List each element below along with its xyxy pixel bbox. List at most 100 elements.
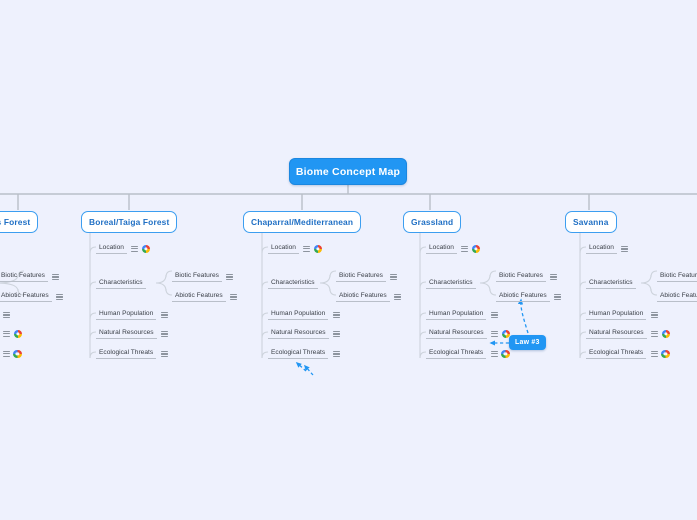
leaf-icon-group [486,311,498,320]
category-node-deciduous-forest[interactable]: ous Forest [0,211,39,233]
leaf-natural-resources[interactable]: Natural Resources [0,325,23,339]
google-icon[interactable] [501,329,511,338]
leaf-icon-group [386,273,398,282]
leaf-ecological-threats[interactable]: Ecological Threats [0,345,22,359]
leaf-label: Ecological Threats [426,348,487,359]
leaf-human-population[interactable]: Human Population [426,306,498,320]
leaf-ecological-threats[interactable]: Ecological Threats [586,345,670,359]
relation-badge-law-3[interactable]: Law #3 [509,335,546,350]
category-label: ous Forest [0,217,31,227]
google-icon[interactable] [471,244,481,253]
root-node[interactable]: Biome Concept Map [289,158,407,185]
leaf-natural-resources[interactable]: Natural Resources [586,325,671,339]
leaf-human-population[interactable]: Human Population [96,306,168,320]
note-icon[interactable] [550,273,558,281]
note-icon[interactable] [650,350,658,358]
google-icon[interactable] [661,349,670,358]
leaf-label: Ecological Threats [268,348,329,359]
leaf-ecological-threats[interactable]: Ecological Threats [268,345,340,359]
leaf-icon-group [546,273,558,282]
leaf-label: Location [96,243,127,254]
leaf-biotic-features[interactable]: Biotic Features [336,268,398,282]
leaf-label: Human Population [268,309,329,320]
note-icon[interactable] [332,350,340,358]
note-icon[interactable] [52,273,60,281]
google-icon[interactable] [141,244,151,253]
note-icon[interactable] [491,330,499,338]
leaf-natural-resources[interactable]: Natural Resources [96,325,169,339]
note-icon[interactable] [333,330,341,338]
leaf-location[interactable]: Location [586,240,629,254]
leaf-location[interactable]: Location [96,240,151,254]
note-icon[interactable] [161,330,169,338]
note-icon[interactable] [2,311,10,319]
note-icon[interactable] [56,293,64,301]
leaf-human-population[interactable]: Human Population [268,306,340,320]
category-label: Savanna [573,217,609,227]
note-icon[interactable] [554,293,562,301]
note-icon[interactable] [160,350,168,358]
leaf-label: Characteristics [96,278,146,289]
leaf-natural-resources[interactable]: Natural Resources [268,325,341,339]
note-icon[interactable] [390,273,398,281]
leaf-characteristics[interactable]: Characteristics [96,275,146,289]
note-icon[interactable] [461,245,469,253]
leaf-biotic-features[interactable]: Biotic Features [496,268,558,282]
leaf-biotic-features[interactable]: Biotic Features [657,268,697,282]
note-icon[interactable] [650,311,658,319]
category-node-savanna[interactable]: Savanna [565,211,617,233]
leaf-ecological-threats[interactable]: Ecological Threats [96,345,168,359]
note-icon[interactable] [621,245,629,253]
leaf-label: Biotic Features [172,271,222,282]
google-icon[interactable] [13,329,23,338]
leaf-biotic-features[interactable]: Biotic Features [0,268,60,282]
leaf-label: Ecological Threats [96,348,157,359]
category-node-chaparral-mediterranean[interactable]: Chaparral/Mediterranean [243,211,362,233]
google-icon[interactable] [661,329,671,338]
leaf-human-population[interactable]: Human Population [586,306,658,320]
leaf-human-population[interactable]: Human Population [0,306,10,320]
leaf-biotic-features[interactable]: Biotic Features [172,268,234,282]
leaf-label: Abiotic Features [496,291,550,302]
note-icon[interactable] [490,350,498,358]
leaf-label: Characteristics [586,278,636,289]
leaf-icon-group [457,244,481,255]
leaf-icon-group [328,311,340,320]
note-icon[interactable] [3,330,11,338]
google-icon[interactable] [313,244,323,253]
note-icon[interactable] [651,330,659,338]
leaf-abiotic-features[interactable]: Abiotic Features [496,288,562,302]
leaf-ecological-threats[interactable]: Ecological Threats [426,345,510,359]
leaf-abiotic-features[interactable]: Abiotic Features [336,288,402,302]
note-icon[interactable] [332,311,340,319]
category-node-boreal-taiga-forest[interactable]: Boreal/Taiga Forest [81,211,178,233]
note-icon[interactable] [2,350,10,358]
category-label: Chaparral/Mediterranean [251,217,354,227]
note-icon[interactable] [160,311,168,319]
leaf-characteristics[interactable]: Characteristics [426,275,476,289]
note-icon[interactable] [303,245,311,253]
leaf-characteristics[interactable]: Characteristics [268,275,318,289]
leaf-abiotic-features[interactable]: Abiotic Features [172,288,238,302]
leaf-icon-group [550,293,562,302]
note-icon[interactable] [490,311,498,319]
category-node-grassland[interactable]: Grassland [403,211,462,233]
leaf-abiotic-features[interactable]: Abiotic Features [657,288,697,302]
leaf-label: Ecological Threats [586,348,647,359]
leaf-characteristics[interactable]: Characteristics [586,275,636,289]
note-icon[interactable] [394,293,402,301]
note-icon[interactable] [230,293,238,301]
leaf-label: Abiotic Features [0,291,52,302]
google-icon[interactable] [13,349,22,358]
leaf-abiotic-features[interactable]: Abiotic Features [0,288,64,302]
leaf-natural-resources[interactable]: Natural Resources [426,325,511,339]
leaf-location[interactable]: Location [426,240,481,255]
note-icon[interactable] [131,245,139,253]
leaf-label: Natural Resources [96,328,157,339]
google-icon[interactable] [501,349,510,358]
leaf-icon-group [390,293,402,302]
note-icon[interactable] [226,273,234,281]
leaf-location[interactable]: Location [268,240,323,254]
